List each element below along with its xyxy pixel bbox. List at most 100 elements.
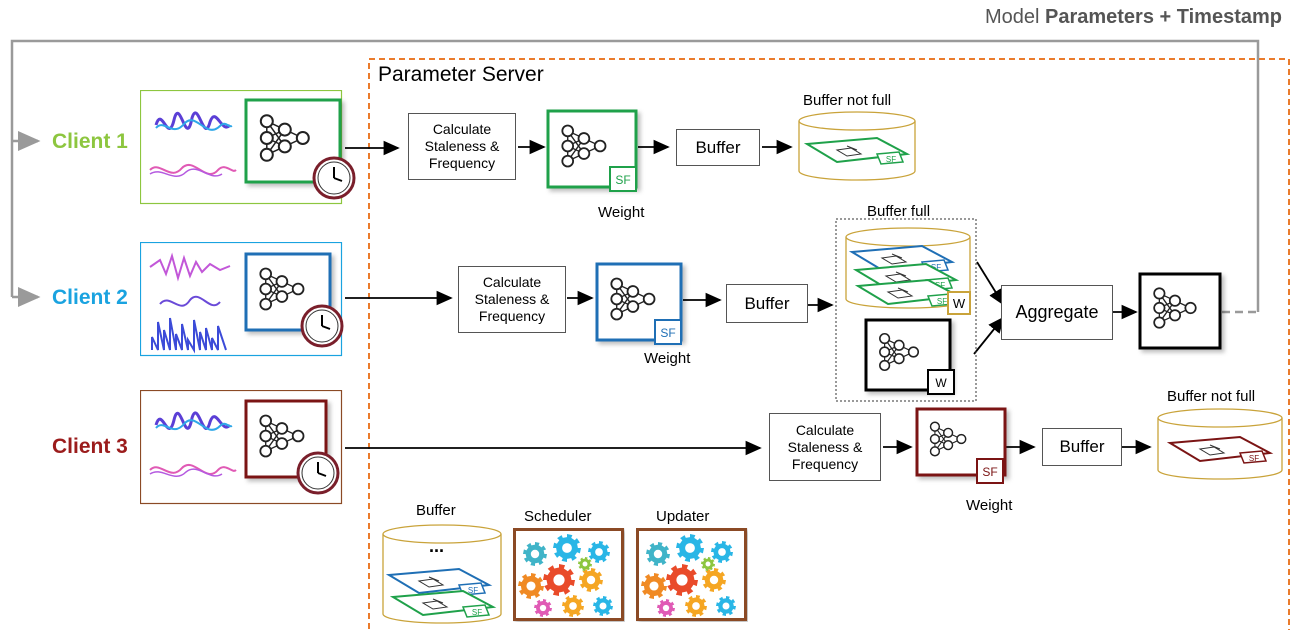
stacked-model-sheet: SF — [389, 589, 497, 618]
weight-model-tile-1: SF — [546, 109, 638, 192]
calc-line-2: Staleness & — [474, 291, 550, 307]
aggregated-model-tile — [1138, 272, 1222, 350]
client-1-label: Client 1 — [52, 130, 128, 153]
calc-line-1: Calculate — [482, 274, 542, 290]
buffer-box-1: Buffer — [676, 129, 760, 166]
client-3-model-tile — [244, 399, 340, 495]
scheduler-gears-icon — [513, 528, 624, 621]
waveform-icon — [149, 411, 237, 477]
svg-text:SF: SF — [886, 155, 896, 164]
svg-text:SF: SF — [931, 263, 941, 272]
updater-label: Updater — [656, 508, 710, 525]
gear-icon — [701, 557, 715, 571]
client-3-label: Client 3 — [52, 435, 128, 458]
weight-model-tile-3: SF — [915, 407, 1007, 484]
buffer-not-full-label-1: Buffer not full — [803, 92, 892, 109]
header-caption: Model Parameters + Timestamp — [985, 6, 1282, 29]
gear-icon — [666, 564, 698, 596]
stacked-model-sheet: SF — [803, 136, 911, 165]
svg-text:SF: SF — [468, 586, 478, 595]
buffer-cylinder-3: SF — [1157, 408, 1283, 480]
header-parameters-text: Parameters — [1045, 6, 1154, 28]
buffer-component-label: Buffer — [416, 502, 456, 519]
sf-tag: SF — [976, 458, 1004, 484]
gear-icon — [593, 596, 613, 616]
buffer-box-3: Buffer — [1042, 428, 1122, 466]
gear-icon — [579, 568, 603, 592]
client-1-model-tile — [244, 98, 356, 200]
neural-network-icon — [879, 332, 920, 372]
gear-icon — [685, 595, 707, 617]
gear-icon — [646, 542, 670, 566]
gear-icon — [702, 568, 726, 592]
buffer-full-cylinder: SF SF SF W — [845, 227, 971, 315]
svg-text:SF: SF — [982, 465, 997, 479]
clock-icon — [312, 156, 356, 200]
calc-line-2: Staleness & — [424, 138, 500, 154]
calc-line-3: Frequency — [428, 155, 496, 171]
buffer-full-group-frame — [835, 218, 977, 402]
sf-tag: SF — [654, 319, 682, 345]
buffer-ellipsis: ... — [429, 536, 445, 556]
buffer-component-cylinder: SF SF — [382, 524, 502, 624]
svg-text:SF: SF — [1249, 454, 1259, 463]
w-model-tile: W — [864, 318, 955, 395]
gear-icon — [711, 541, 733, 563]
sf-tag: W — [927, 369, 955, 395]
svg-text:W: W — [935, 376, 947, 390]
feedback-loop-line — [10, 39, 1260, 312]
neural-network-icon — [929, 421, 967, 457]
weight-label-1: Weight — [598, 204, 645, 221]
svg-text:SF: SF — [615, 173, 630, 187]
aggregate-box: Aggregate — [1001, 285, 1113, 340]
gear-icon — [534, 599, 552, 617]
calc-line-2: Staleness & — [787, 438, 863, 455]
neural-network-icon — [259, 267, 305, 311]
header-timestamp-text: Timestamp — [1176, 6, 1282, 28]
sf-tag: SF — [609, 166, 637, 192]
gear-icon — [518, 573, 544, 599]
neural-network-icon — [610, 277, 656, 321]
gear-icon — [543, 564, 575, 596]
gear-icon — [553, 534, 581, 562]
clock-icon — [300, 304, 344, 348]
parameter-server-frame — [368, 58, 1290, 630]
waveform-icon — [149, 252, 231, 354]
neural-network-icon — [1153, 287, 1197, 329]
updater-gears-icon — [636, 528, 747, 621]
waveform-icon — [149, 111, 237, 177]
header-plus-text: + — [1153, 6, 1177, 28]
svg-text:W: W — [953, 296, 966, 311]
client-2-label: Client 2 — [52, 286, 128, 309]
scheduler-label: Scheduler — [524, 508, 592, 525]
buffer-not-full-label-3: Buffer not full — [1167, 388, 1256, 405]
svg-text:SF: SF — [660, 326, 675, 340]
calc-line-1: Calculate — [795, 421, 855, 438]
neural-network-icon — [561, 124, 607, 168]
gear-icon — [588, 541, 610, 563]
header-model-text: Model — [984, 6, 1045, 28]
neural-network-icon — [259, 114, 310, 162]
calc-line-1: Calculate — [432, 121, 492, 137]
gear-icon — [578, 557, 592, 571]
buffer-box-2: Buffer — [726, 284, 808, 323]
weight-label-3: Weight — [966, 497, 1013, 514]
neural-network-icon — [259, 414, 305, 458]
gear-icon — [562, 595, 584, 617]
svg-text:SF: SF — [472, 608, 482, 617]
gear-icon — [523, 542, 547, 566]
calc-line-3: Frequency — [478, 308, 546, 324]
svg-text:SF: SF — [937, 297, 947, 306]
gear-icon — [641, 573, 667, 599]
gear-icon — [716, 596, 736, 616]
stacked-model-sheet: SF — [1166, 435, 1274, 464]
gear-icon — [676, 534, 704, 562]
buffer-full-label: Buffer full — [867, 203, 931, 220]
w-tag: W — [947, 291, 971, 315]
parameter-server-title: Parameter Server — [378, 63, 544, 86]
buffer-cylinder-1: SF — [798, 111, 916, 181]
weight-label-2: Weight — [644, 350, 691, 367]
